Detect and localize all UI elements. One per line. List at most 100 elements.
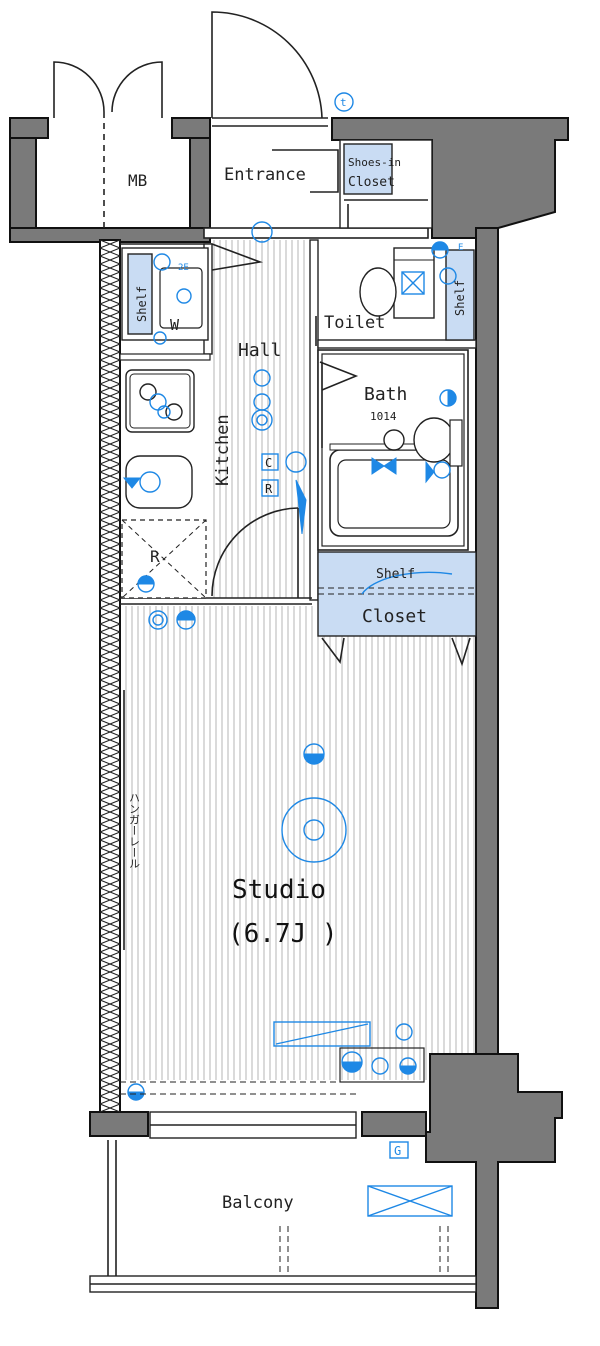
hatch-line xyxy=(99,743,121,753)
label-2e: 2E xyxy=(178,263,189,273)
entrance-area xyxy=(272,139,433,229)
hatch-line xyxy=(99,383,121,393)
toilet-fixtures xyxy=(315,241,475,346)
hatch-line xyxy=(99,879,121,889)
hatch-line xyxy=(99,815,121,825)
hatch-line xyxy=(99,767,121,777)
label-w: W xyxy=(170,316,180,334)
hatch-line xyxy=(99,679,121,689)
label-kitchen: Kitchen xyxy=(213,414,233,486)
hatch-line xyxy=(99,655,121,665)
label-t: t xyxy=(340,96,347,109)
hatch-line xyxy=(99,759,121,769)
hatch-line xyxy=(99,727,121,737)
hall-fixtures xyxy=(211,221,307,598)
labels: MB Entrance Shoes-in Closet Toilet Shelf… xyxy=(128,96,468,1213)
hatch-line xyxy=(99,1047,121,1057)
hatch-line xyxy=(99,1023,121,1033)
hatch-line xyxy=(99,319,121,329)
hatch-line xyxy=(99,487,121,497)
hatch-line xyxy=(99,935,121,945)
hatch-line xyxy=(99,855,121,865)
hatch-line xyxy=(99,799,121,809)
hatch-line xyxy=(99,1015,121,1025)
floor-stripes xyxy=(125,240,475,1080)
label-shoes-in: Shoes-in xyxy=(348,156,401,169)
hatch-line xyxy=(99,1055,121,1065)
hatch-line xyxy=(99,943,121,953)
label-hall: Hall xyxy=(238,340,281,361)
hatch-line xyxy=(99,1063,121,1073)
bath-fixtures xyxy=(319,361,463,537)
hatch-line xyxy=(99,295,121,305)
kitchen-fixtures xyxy=(121,247,209,630)
hatch-line xyxy=(99,639,121,649)
hatch-line xyxy=(99,615,121,625)
label-toilet: Toilet xyxy=(324,313,385,333)
hatch-line xyxy=(99,919,121,929)
hatch-line xyxy=(99,527,121,537)
hatch-line xyxy=(99,599,121,609)
hatch-line xyxy=(99,1071,121,1081)
hatch-line xyxy=(99,575,121,585)
hatch-line xyxy=(99,807,121,817)
hatch-line xyxy=(99,823,121,833)
hatch-line xyxy=(99,479,121,489)
hatch-line xyxy=(99,255,121,265)
hatch-line xyxy=(99,895,121,905)
hatch-line xyxy=(99,375,121,385)
walls xyxy=(9,117,569,1309)
hatch-line xyxy=(99,247,121,257)
hatch-line xyxy=(99,695,121,705)
hatch-line xyxy=(99,1031,121,1041)
hatch-line xyxy=(99,671,121,681)
hatch-line xyxy=(99,351,121,361)
hatch-line xyxy=(99,959,121,969)
hatch-line xyxy=(99,751,121,761)
hatch-line xyxy=(99,463,121,473)
hatch-line xyxy=(99,287,121,297)
hatch-line xyxy=(99,543,121,553)
hatch-line xyxy=(99,263,121,273)
hatch-line xyxy=(99,711,121,721)
hatch-line xyxy=(99,1095,121,1105)
hatch-line xyxy=(99,607,121,617)
hatch-line xyxy=(99,631,121,641)
hatch-line xyxy=(99,775,121,785)
doors-top xyxy=(53,11,328,232)
label-e: E xyxy=(458,243,463,253)
hatch-line xyxy=(99,903,121,913)
hatch-line xyxy=(99,391,121,401)
hatch-line xyxy=(99,335,121,345)
hatch-line xyxy=(99,423,121,433)
hatch-line xyxy=(99,311,121,321)
label-g: G xyxy=(394,1144,401,1158)
hatch-line xyxy=(99,951,121,961)
label-bath-size: 1014 xyxy=(370,410,397,423)
hatch-line xyxy=(99,551,121,561)
hatch-line xyxy=(99,967,121,977)
label-shelf-toilet: Shelf xyxy=(453,280,467,316)
hatch-line xyxy=(99,1039,121,1049)
hatch-line xyxy=(99,719,121,729)
hatch-line xyxy=(99,887,121,897)
label-bath: Bath xyxy=(364,384,407,405)
hatch-line xyxy=(99,239,121,249)
hatched-wall xyxy=(99,239,121,1113)
hatch-line xyxy=(99,863,121,873)
label-r-fridge: R xyxy=(150,547,160,566)
hatch-line xyxy=(99,839,121,849)
hatch-line xyxy=(99,271,121,281)
hatch-line xyxy=(99,327,121,337)
hatch-line xyxy=(99,791,121,801)
studio-fixtures xyxy=(120,690,425,1139)
hatch-line xyxy=(99,399,121,409)
label-studio-size: (6.7J ) xyxy=(228,919,338,949)
hatch-line xyxy=(99,1103,121,1113)
hatch-line xyxy=(99,367,121,377)
hatch-line xyxy=(99,535,121,545)
hatch-line xyxy=(99,559,121,569)
hatch-line xyxy=(99,991,121,1001)
hatch-line xyxy=(99,703,121,713)
